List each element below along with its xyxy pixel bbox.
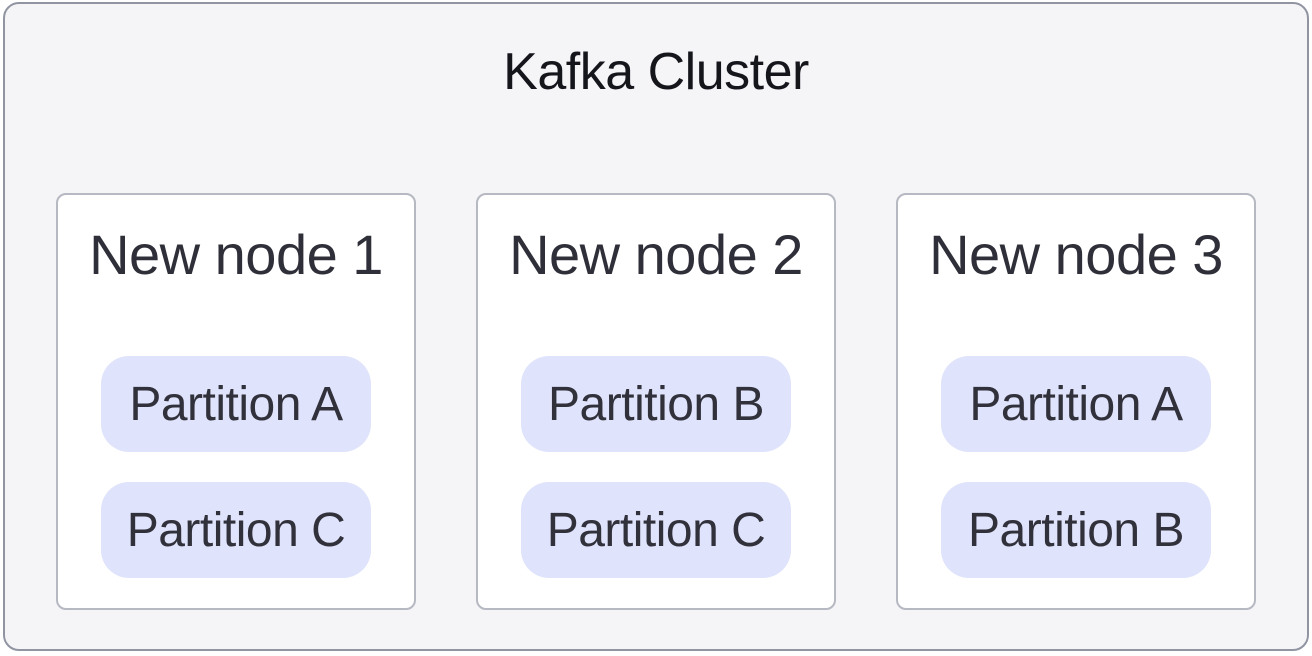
partition-pill: Partition B xyxy=(941,482,1211,579)
node-title: New node 3 xyxy=(929,223,1223,287)
partition-pill: Partition A xyxy=(101,356,371,453)
node-card-3: New node 3 Partition A Partition B xyxy=(896,193,1256,611)
node-card-2: New node 2 Partition B Partition C xyxy=(476,193,836,611)
partition-list: Partition A Partition C xyxy=(101,356,371,579)
partition-pill: Partition B xyxy=(521,356,791,453)
cluster-title: Kafka Cluster xyxy=(503,43,809,101)
node-card-1: New node 1 Partition A Partition C xyxy=(56,193,416,611)
kafka-cluster-container: Kafka Cluster New node 1 Partition A Par… xyxy=(3,2,1309,651)
partition-list: Partition B Partition C xyxy=(521,356,791,579)
partition-pill: Partition C xyxy=(101,482,371,579)
node-title: New node 2 xyxy=(509,223,803,287)
partition-list: Partition A Partition B xyxy=(941,356,1211,579)
nodes-row: New node 1 Partition A Partition C New n… xyxy=(5,193,1307,611)
partition-pill: Partition A xyxy=(941,356,1211,453)
node-title: New node 1 xyxy=(89,223,383,287)
partition-pill: Partition C xyxy=(521,482,791,579)
